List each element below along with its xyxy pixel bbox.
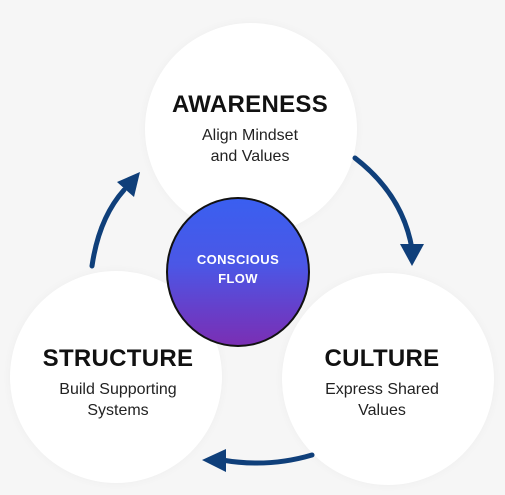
arrowhead-structure-to-awareness xyxy=(117,172,140,197)
arrow-structure-to-awareness xyxy=(89,187,127,269)
awareness-subtitle-line1: Align Mindset xyxy=(201,127,299,144)
awareness-label: AWARENESS Align Mindset and Values xyxy=(150,91,350,167)
arrowhead-awareness-to-culture xyxy=(400,244,424,266)
arrow-culture-to-structure xyxy=(219,452,315,466)
structure-label: STRUCTURE Build Supporting Systems xyxy=(18,345,218,421)
culture-node xyxy=(282,273,494,485)
culture-title: CULTURE xyxy=(324,345,440,372)
structure-subtitle: Build Supporting Systems xyxy=(18,379,218,421)
structure-title: STRUCTURE xyxy=(42,345,194,372)
arrowhead-culture-to-structure xyxy=(202,449,226,472)
awareness-subtitle: Align Mindset and Values xyxy=(150,125,350,167)
culture-subtitle-line1: Express Shared xyxy=(325,381,439,398)
center-circle: CONSCIOUS FLOW xyxy=(166,197,310,347)
structure-subtitle-line1: Build Supporting xyxy=(59,381,177,398)
center-label-line1: CONSCIOUS xyxy=(196,252,280,267)
awareness-subtitle-line2: and Values xyxy=(210,148,290,165)
awareness-title: AWARENESS xyxy=(171,91,329,118)
center-label-line2: FLOW xyxy=(218,271,258,286)
culture-label: CULTURE Express Shared Values xyxy=(282,345,482,421)
structure-subtitle-line2: Systems xyxy=(87,402,149,419)
center-label: CONSCIOUS FLOW xyxy=(178,250,298,288)
arrow-awareness-to-culture xyxy=(352,155,415,252)
culture-subtitle-line2: Values xyxy=(358,402,406,419)
culture-subtitle: Express Shared Values xyxy=(282,379,482,421)
